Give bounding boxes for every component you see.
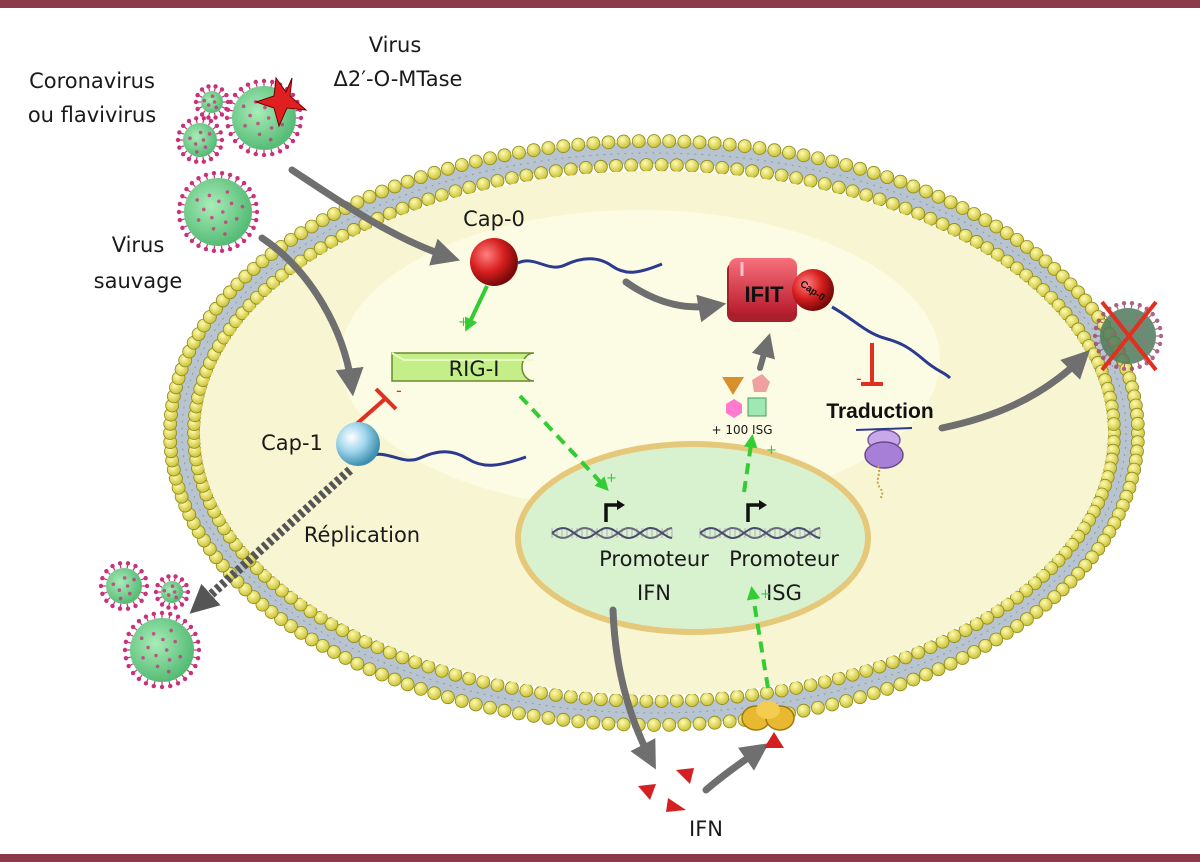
ifn-triangle-icon	[764, 732, 784, 748]
minus-sign: -	[396, 381, 402, 400]
virus-mutant-label-line1: Virus	[369, 33, 422, 57]
minus-sign: -	[856, 369, 862, 388]
cap1-sphere-icon	[336, 422, 380, 466]
promoter-ifn-label-line1: Promoteur	[599, 547, 709, 571]
plus-sign: +	[606, 471, 617, 486]
grey-arrows	[258, 166, 1090, 794]
star-mutation-icon	[254, 76, 308, 128]
plus-sign: +	[766, 443, 777, 458]
traduction-label: Traduction	[826, 400, 933, 423]
dna-helix-icon	[699, 526, 821, 540]
transcription-start-arrow-icon	[746, 503, 764, 522]
promoter-isg-label-line1: Promoteur	[729, 547, 839, 571]
rig-i-label: RIG-I	[449, 357, 500, 381]
promoter-ifn-label-line2: IFN	[637, 581, 671, 605]
virus-group	[98, 78, 1164, 690]
coronavirus-label-line1: Coronavirus	[29, 69, 155, 93]
cell-membrane	[163, 134, 1145, 732]
ifn-triangles	[638, 732, 784, 812]
transcription-start-arrow-icon	[604, 503, 622, 522]
dna-helix-icon	[551, 526, 673, 540]
virus-icon	[122, 610, 202, 690]
plus-sign: +	[458, 315, 469, 330]
bottom-frame-bar	[0, 854, 1200, 862]
cap0-sphere-icon	[470, 238, 518, 286]
ifn-triangle-icon	[676, 768, 694, 784]
virus-icon	[224, 78, 304, 158]
virus-icon	[193, 84, 231, 120]
ifn-label: IFN	[689, 817, 723, 841]
virus-icon	[153, 574, 191, 610]
isg-protein-shapes-icon	[722, 374, 770, 418]
coronavirus-label-line2: ou flavivirus	[28, 103, 156, 127]
virus-mutant-label-line2: Δ2′-O-MTase	[334, 67, 463, 91]
membrane-inner-heads	[187, 158, 1121, 708]
virus-icon	[175, 116, 225, 164]
wild-virus-label-line2: sauvage	[94, 269, 183, 293]
virus-icon	[98, 561, 150, 611]
cap1-label: Cap-1	[261, 431, 323, 455]
ifn-triangle-icon	[666, 798, 686, 812]
ifn-triangle-icon	[638, 784, 656, 800]
wild-virus-label-line1: Virus	[112, 233, 165, 257]
ifit-label: IFIT	[744, 282, 784, 307]
ribosome-icon	[855, 427, 913, 499]
plus-sign: +	[760, 587, 771, 602]
rna-strand-ifit	[831, 305, 952, 380]
promoter-isg-label-line2: ISG	[766, 581, 802, 605]
rna-strand-cap1	[369, 450, 527, 467]
activation-arrows	[464, 285, 770, 689]
virus-icon	[176, 171, 260, 253]
transcription-start-arrow-icon	[759, 500, 767, 510]
crossed-virus-icon	[1100, 300, 1158, 372]
membrane-outer-heads	[163, 134, 1145, 732]
top-frame-bar	[0, 0, 1200, 8]
rig-i-receptor-icon	[391, 352, 535, 382]
replication-label: Réplication	[304, 523, 420, 547]
ifit-protein-icon	[727, 258, 834, 322]
rna-strand-cap0	[517, 257, 663, 274]
ifn-receptor-icon	[741, 701, 795, 731]
isg-count-label: + 100 ISG	[711, 423, 772, 437]
cap0-label: Cap-0	[463, 207, 525, 231]
transcription-start-arrow-icon	[617, 500, 625, 510]
